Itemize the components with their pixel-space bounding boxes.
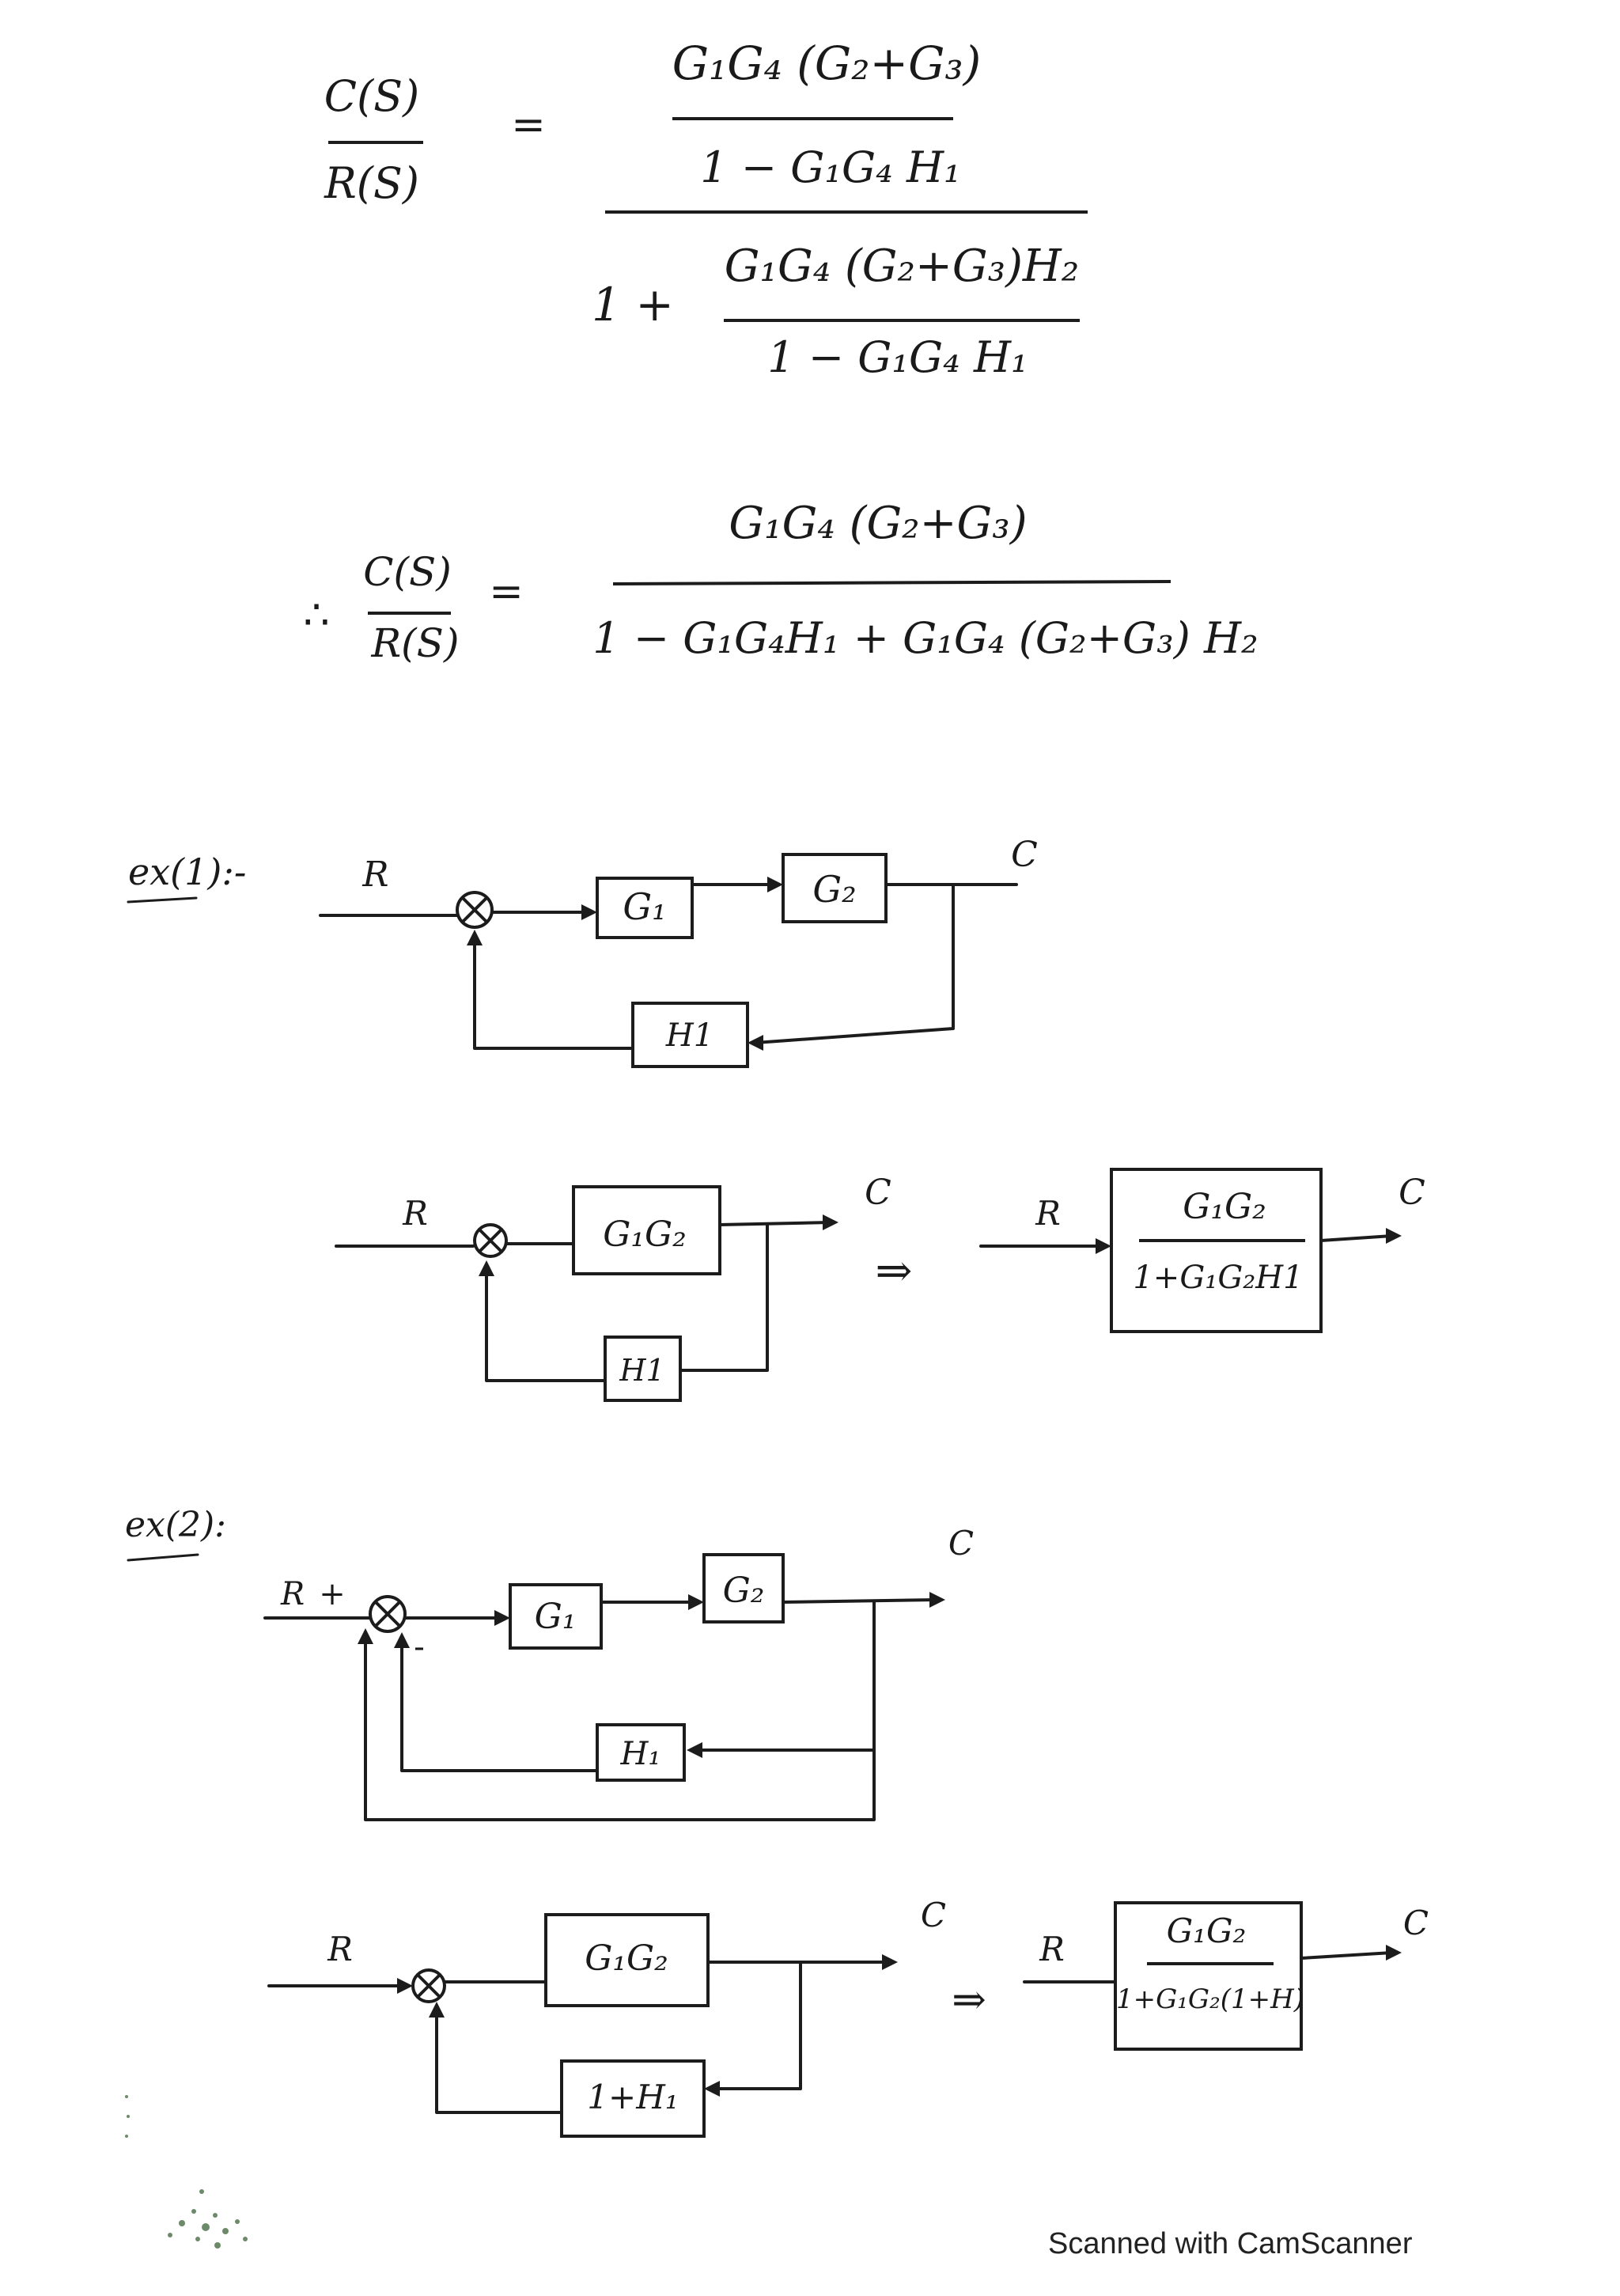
ex2-d1-g1-block: [509, 1583, 603, 1650]
equation-2: ∴ C(S) R(S) = G₁G₄ (G₂+G₃) 1 − G₁G₄H₁ + …: [303, 498, 1258, 666]
ex2-d3-denominator: 1+G₁G₂(1+H): [1116, 1983, 1304, 2015]
ex2-d2-h-block: [560, 2059, 706, 2138]
ex1-d2-g-label: G₁G₂: [603, 1214, 687, 1255]
ex1-d3-input-label: R: [1035, 1194, 1061, 1233]
ex2-d1-minus-sign: -: [414, 1629, 425, 1665]
ex2-d3-input-label: R: [1039, 1930, 1065, 1968]
eq1-den-denominator: 1 − G₁G₄ H₁: [767, 332, 1028, 382]
ex2-block-diagram-3: R G₁G₂ 1+G₁G₂(1+H) C: [1023, 1901, 1429, 2051]
scan-speckle: [125, 2095, 248, 2249]
ex1-d1-g2-label: G₂: [812, 868, 856, 911]
ex2-d3-numerator: G₁G₂: [1167, 1911, 1247, 1950]
ex1-d3-output-label: C: [1399, 1173, 1425, 1213]
eq2-lhs-numerator: C(S): [363, 549, 452, 595]
ex1-d2-h-block: [604, 1336, 682, 1402]
ex1-d1-h-label: H1: [665, 1017, 713, 1054]
ex2-d2-g-label: G₁G₂: [585, 1938, 668, 1979]
ex1-block-diagram-3: R G₁G₂ 1+G₁G₂H1 C: [979, 1168, 1425, 1333]
eq2-denominator: 1 − G₁G₄H₁ + G₁G₄ (G₂+G₃) H₂: [592, 613, 1258, 663]
ex1-d2-h-label: H1: [619, 1353, 664, 1388]
eq1-den-prefix: 1 +: [592, 278, 674, 332]
example-2-label: ex(2):: [125, 1505, 226, 1545]
ex1-d1-g2-block: [782, 853, 888, 923]
therefore-symbol: ∴: [303, 592, 329, 639]
ex1-d3-numerator: G₁G₂: [1183, 1187, 1266, 1227]
ex1-d3-denominator: 1+G₁G₂H1: [1133, 1260, 1303, 1296]
ex2-d1-input-label: R: [280, 1576, 305, 1612]
ex2-block-diagram-2: R G₁G₂ C 1+H₁ ⇒: [267, 1896, 986, 2138]
ex2-d1-g1-label: G₁: [535, 1597, 577, 1637]
ex2-implies-arrow: ⇒: [952, 1976, 986, 2024]
ex2-d2-output-label: C: [921, 1896, 946, 1934]
summing-junction: [369, 1595, 407, 1633]
eq1-num-denominator: 1 − G₁G₄ H₁: [700, 142, 960, 192]
ex1-d1-g1-block: [596, 877, 694, 939]
ex1-d1-h-block: [631, 1002, 749, 1068]
eq1-equals: =: [511, 101, 546, 149]
example-1: ex(1):- R G₁ G₂ C H1: [127, 835, 1425, 1402]
example-2: ex(2): R + - G₁ G₂ C H₁: [125, 1505, 1429, 2138]
ex2-d3-block: [1114, 1901, 1303, 2051]
summing-junction: [456, 891, 494, 929]
ex2-d1-g2-label: G₂: [723, 1570, 765, 1611]
ex1-d2-g-block: [572, 1185, 721, 1275]
ex2-d1-g2-block: [702, 1553, 785, 1623]
summing-junction: [411, 1968, 446, 2003]
ex2-d2-g-block: [544, 1913, 710, 2007]
ex2-d1-output-label: C: [948, 1524, 974, 1563]
ex2-d1-plus-sign: +: [319, 1576, 346, 1612]
ex1-implies-arrow: ⇒: [876, 1245, 913, 1297]
ex2-d2-h-label: 1+H₁: [587, 2078, 678, 2116]
ex1-d2-input-label: R: [402, 1194, 428, 1233]
equation-1: C(S) R(S) = G₁G₄ (G₂+G₃) 1 − G₁G₄ H₁ 1 +…: [324, 36, 1088, 382]
ex2-block-diagram-1: R + - G₁ G₂ C H₁: [263, 1524, 974, 1821]
ex1-block-diagram-2: R G₁G₂ C H1 ⇒: [335, 1173, 913, 1402]
ex1-block-diagram-1: R G₁ G₂ C H1: [319, 835, 1038, 1068]
eq2-fraction-bar: [612, 580, 1171, 585]
ex1-d1-output-label: C: [1011, 835, 1038, 875]
summing-junction: [473, 1223, 508, 1258]
scanner-watermark: Scanned with CamScanner: [1048, 2227, 1413, 2260]
ex2-d3-output-label: C: [1403, 1904, 1429, 1942]
eq1-den-numerator: G₁G₄ (G₂+G₃)H₂: [725, 241, 1079, 292]
eq1-lhs-denominator: R(S): [324, 158, 419, 208]
ex1-d1-g1-label: G₁: [623, 885, 666, 928]
ex2-d2-input-label: R: [327, 1930, 353, 1968]
ex1-d1-input-label: R: [361, 854, 388, 895]
example-1-label: ex(1):-: [128, 851, 246, 893]
ex2-d1-h-label: H₁: [620, 1736, 661, 1772]
ex1-d2-output-label: C: [865, 1173, 891, 1213]
eq2-numerator: G₁G₄ (G₂+G₃): [729, 498, 1027, 549]
eq1-lhs-numerator: C(S): [324, 71, 419, 121]
ex2-d1-h-block: [596, 1723, 686, 1782]
eq2-lhs-denominator: R(S): [371, 620, 460, 666]
eq1-num-numerator: G₁G₄ (G₂+G₃): [672, 36, 982, 90]
ex1-d3-block: [1110, 1168, 1323, 1333]
eq2-equals: =: [489, 568, 524, 616]
